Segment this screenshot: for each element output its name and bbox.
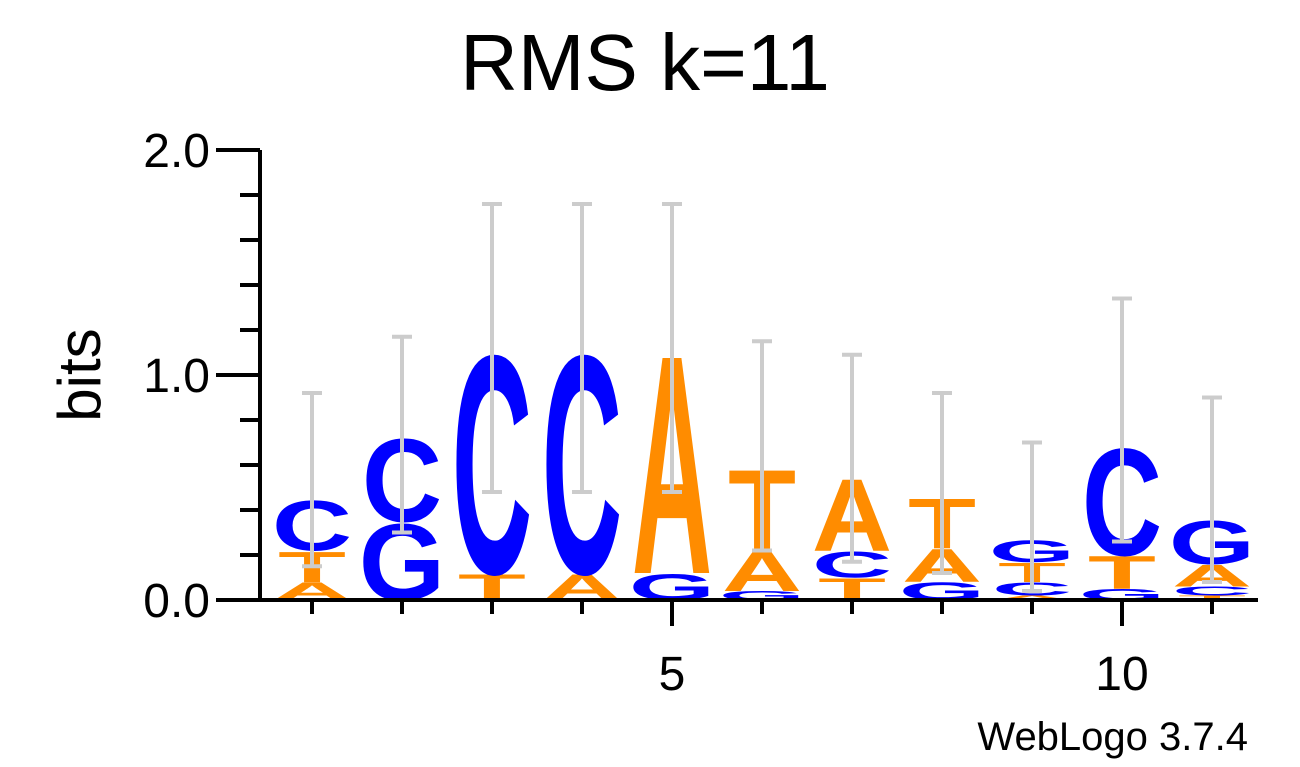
chart-title: RMS k=11 xyxy=(460,18,830,107)
y-tick-label: 1.0 xyxy=(143,350,210,403)
x-tick-label: 10 xyxy=(1095,648,1148,701)
y-axis-label: bits xyxy=(46,328,113,421)
weblogo-version: WebLogo 3.7.4 xyxy=(977,715,1248,759)
y-tick-label: 0.0 xyxy=(143,575,210,628)
y-tick-label: 2.0 xyxy=(143,125,210,178)
x-axis: 5 10 xyxy=(310,600,1214,701)
logo-letter-t: T xyxy=(1088,547,1156,599)
error-bars xyxy=(302,202,1222,593)
logo-letter-c: C xyxy=(1172,584,1252,598)
y-axis: 0.0 1.0 2.0 xyxy=(143,125,260,628)
x-tick-label: 5 xyxy=(659,648,686,701)
logo-letter-a: A xyxy=(992,594,1072,601)
logo-letter-t: T xyxy=(1178,594,1246,601)
axes xyxy=(258,150,1258,602)
